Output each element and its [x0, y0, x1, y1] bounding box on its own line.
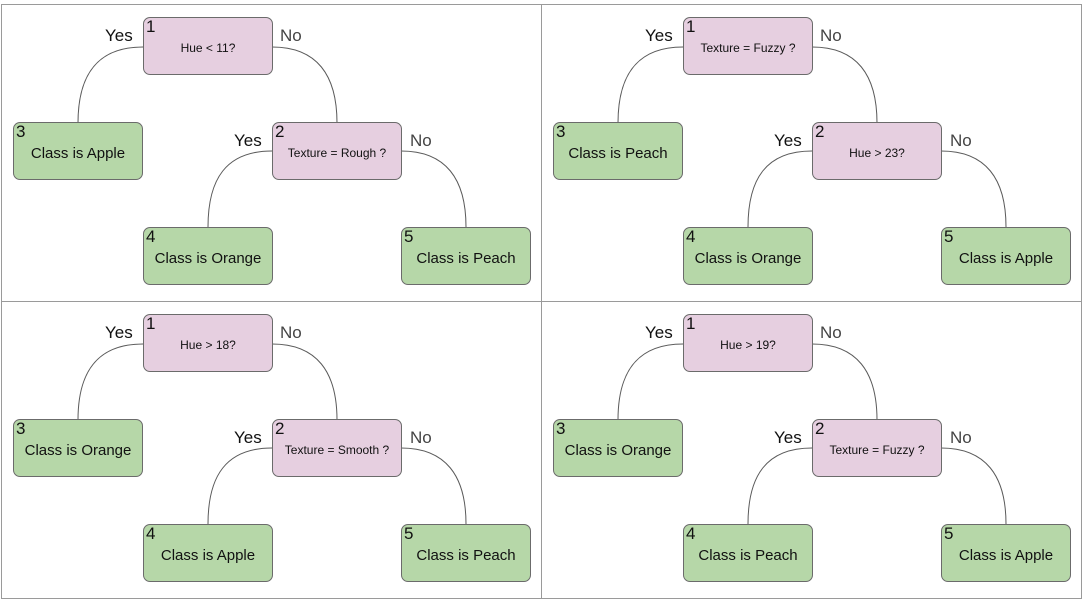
leaf-node-4: 4 Class is Apple [143, 524, 273, 582]
yes-edge-label: Yes [234, 428, 262, 447]
root-decision-node: 1 Texture = Fuzzy ? [683, 17, 813, 75]
node-label: Hue > 23? [849, 146, 905, 160]
leaf-node-5: 5 Class is Apple [941, 227, 1071, 285]
node-label: Class is Orange [154, 249, 262, 267]
yes-edge-label: Yes [774, 428, 802, 447]
tree-edges [77, 343, 467, 525]
node-number: 5 [944, 524, 954, 543]
leaf-node-5: 5 Class is Peach [401, 524, 531, 582]
node-label: Class is Peach [698, 546, 798, 564]
second-decision-node: 2 Texture = Fuzzy ? [812, 419, 942, 477]
node-label: Hue > 19? [720, 338, 776, 352]
node-number: 4 [146, 524, 156, 543]
node-number: 2 [275, 122, 285, 141]
leaf-node-3: 3 Class is Orange [553, 419, 683, 477]
no-edge-label: No [820, 323, 842, 342]
node-number: 3 [16, 122, 26, 141]
node-number: 5 [404, 227, 414, 246]
tree-panel-top-right: 1 Texture = Fuzzy ? 2 Hue > 23? 3 Class … [541, 4, 1082, 302]
node-number: 1 [146, 17, 156, 36]
tree-edges [617, 343, 1007, 525]
node-label: Class is Apple [958, 546, 1054, 564]
node-label: Texture = Fuzzy ? [829, 443, 925, 457]
yes-edge-label: Yes [234, 131, 262, 150]
node-number: 1 [686, 17, 696, 36]
second-decision-node: 2 Texture = Smooth ? [272, 419, 402, 477]
leaf-node-3: 3 Class is Peach [553, 122, 683, 180]
node-number: 3 [556, 122, 566, 141]
tree-edges [617, 46, 1007, 228]
tree-edges [77, 46, 467, 228]
node-label: Texture = Rough ? [287, 146, 387, 160]
node-label: Texture = Smooth ? [284, 443, 390, 457]
leaf-node-4: 4 Class is Orange [683, 227, 813, 285]
node-label: Class is Peach [416, 249, 516, 267]
node-label: Class is Apple [30, 144, 126, 162]
second-decision-node: 2 Hue > 23? [812, 122, 942, 180]
leaf-node-3: 3 Class is Orange [13, 419, 143, 477]
leaf-node-3: 3 Class is Apple [13, 122, 143, 180]
node-number: 2 [275, 419, 285, 438]
tree-panel-top-left: 1 Hue < 11? 2 Texture = Rough ? 3 Class … [1, 4, 542, 302]
node-number: 1 [146, 314, 156, 333]
node-label: Hue < 11? [180, 41, 236, 55]
yes-edge-label: Yes [105, 323, 133, 342]
no-edge-label: No [280, 26, 302, 45]
node-label: Class is Orange [694, 249, 802, 267]
leaf-node-5: 5 Class is Peach [401, 227, 531, 285]
node-number: 2 [815, 419, 825, 438]
root-decision-node: 1 Hue > 19? [683, 314, 813, 372]
node-number: 4 [686, 227, 696, 246]
second-decision-node: 2 Texture = Rough ? [272, 122, 402, 180]
node-label: Hue > 18? [180, 338, 236, 352]
tree-panel-bottom-right: 1 Hue > 19? 2 Texture = Fuzzy ? 3 Class … [541, 301, 1082, 599]
root-decision-node: 1 Hue < 11? [143, 17, 273, 75]
node-label: Class is Peach [568, 144, 668, 162]
leaf-node-4: 4 Class is Orange [143, 227, 273, 285]
root-decision-node: 1 Hue > 18? [143, 314, 273, 372]
node-number: 1 [686, 314, 696, 333]
tree-panel-bottom-left: 1 Hue > 18? 2 Texture = Smooth ? 3 Class… [1, 301, 542, 599]
node-number: 2 [815, 122, 825, 141]
node-label: Class is Apple [958, 249, 1054, 267]
no-edge-label: No [280, 323, 302, 342]
leaf-node-5: 5 Class is Apple [941, 524, 1071, 582]
node-label: Class is Orange [564, 441, 672, 459]
node-number: 3 [556, 419, 566, 438]
no-edge-label: No [410, 131, 432, 150]
node-label: Class is Orange [24, 441, 132, 459]
node-number: 4 [146, 227, 156, 246]
node-number: 5 [944, 227, 954, 246]
node-label: Class is Apple [160, 546, 256, 564]
leaf-node-4: 4 Class is Peach [683, 524, 813, 582]
no-edge-label: No [410, 428, 432, 447]
yes-edge-label: Yes [645, 26, 673, 45]
node-label: Texture = Fuzzy ? [700, 41, 796, 55]
yes-edge-label: Yes [774, 131, 802, 150]
node-label: Class is Peach [416, 546, 516, 564]
no-edge-label: No [950, 131, 972, 150]
yes-edge-label: Yes [105, 26, 133, 45]
no-edge-label: No [950, 428, 972, 447]
yes-edge-label: Yes [645, 323, 673, 342]
node-number: 5 [404, 524, 414, 543]
node-number: 3 [16, 419, 26, 438]
node-number: 4 [686, 524, 696, 543]
no-edge-label: No [820, 26, 842, 45]
